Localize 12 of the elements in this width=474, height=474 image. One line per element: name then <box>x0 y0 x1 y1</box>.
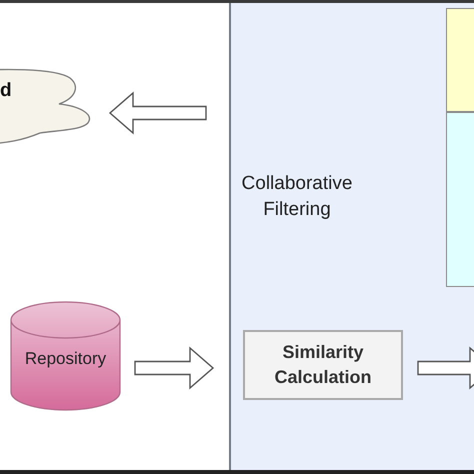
node-label: Repository <box>24 348 108 370</box>
database-cylinder <box>10 301 121 411</box>
node-label: Similarity Calculation <box>273 341 372 389</box>
process-box <box>243 330 403 400</box>
side-box <box>446 8 474 112</box>
block-arrow <box>417 346 474 390</box>
panel-title: Collaborative Filtering <box>240 172 354 222</box>
node-label: d <box>0 80 12 102</box>
side-box <box>446 112 474 287</box>
panel <box>229 3 474 470</box>
block-arrow <box>108 91 207 135</box>
block-arrow <box>134 346 214 390</box>
